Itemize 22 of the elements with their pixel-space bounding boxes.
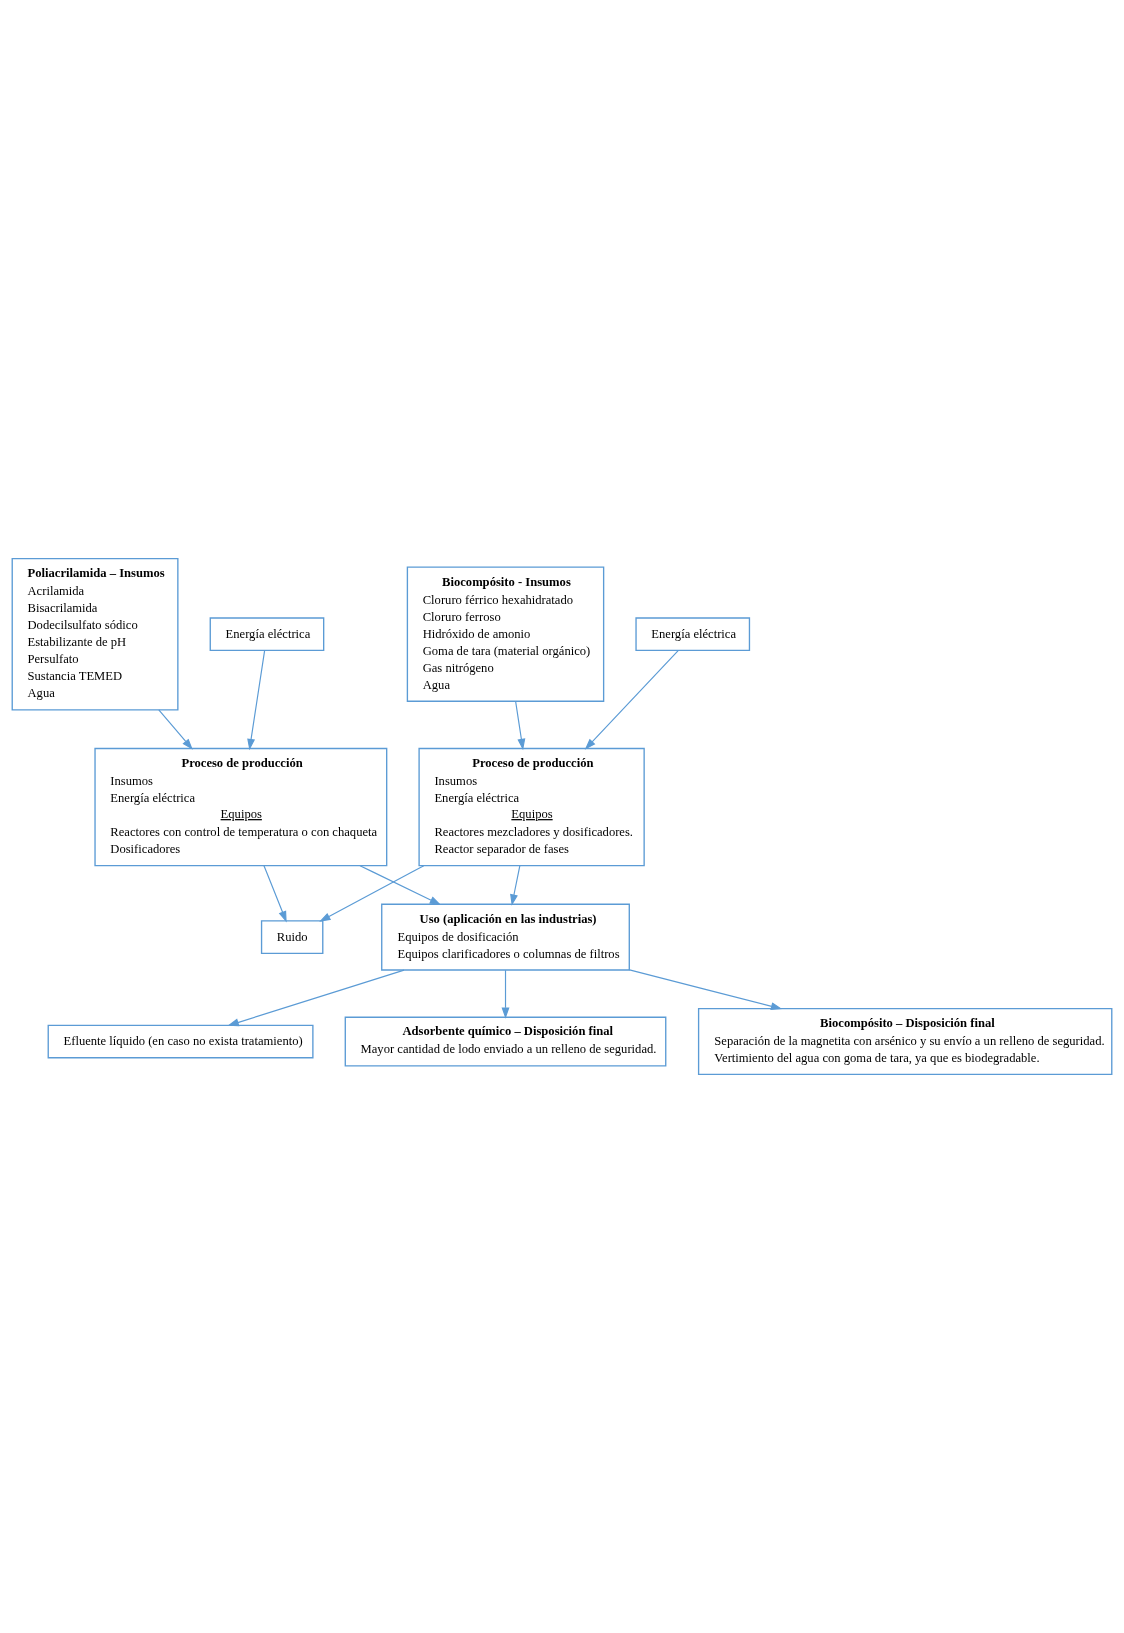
arrow — [628, 969, 783, 1011]
node-box: Biocompósito – Disposición final Separación de la magnetita con arsénico y su envío a un relleno de seguridad. Vertimiento del agua con goma de tara, ya que es biodegradable. — [697, 1008, 1113, 1076]
arrow — [515, 700, 526, 751]
node-box: Biocompósito - Insumos Cloruro férrico hexahidratado Cloruro ferroso Hidróxido de amonio Goma de tara (material orgánico) Gas nitrógeno Agua — [406, 566, 605, 702]
arrow — [158, 709, 193, 750]
node-box: Poliacrilamida – Insumos Acrilamida Bisacrilamida Dodecilsulfato sódico Estabilizante de pH Persulfato Sustancia TEMED Agua — [11, 557, 179, 711]
node-box: Uso (aplicación en las industrias) Equipos de dosificación Equipos clarificadores o columnas de filtros — [381, 903, 630, 971]
node-box: Energía eléctrica — [635, 617, 751, 652]
node-box: Proceso de producción Insumos Energía eléctrica Equipos Reactores mezcladores y dosificadores. Reactor separador de fases — [418, 747, 645, 867]
arrow — [227, 969, 405, 1027]
node-box: Adsorbente químico – Disposición final Mayor cantidad de lodo enviado a un relleno de seguridad. — [344, 1016, 667, 1067]
node-box: Proceso de producción Insumos Energía eléctrica Equipos Reactores con control de temperatura o con chaqueta Dosificadores — [94, 747, 388, 867]
node-box: Efluente líquido (en caso no exista tratamiento) — [47, 1024, 314, 1059]
arrow — [359, 865, 442, 905]
arrow — [501, 969, 510, 1019]
arrow — [247, 650, 266, 751]
arrow — [510, 865, 521, 906]
node-box: Ruido — [260, 920, 324, 954]
arrow — [584, 650, 679, 750]
node-box: Energía eléctrica — [209, 617, 325, 652]
arrow — [319, 865, 425, 922]
arrow — [263, 865, 287, 923]
